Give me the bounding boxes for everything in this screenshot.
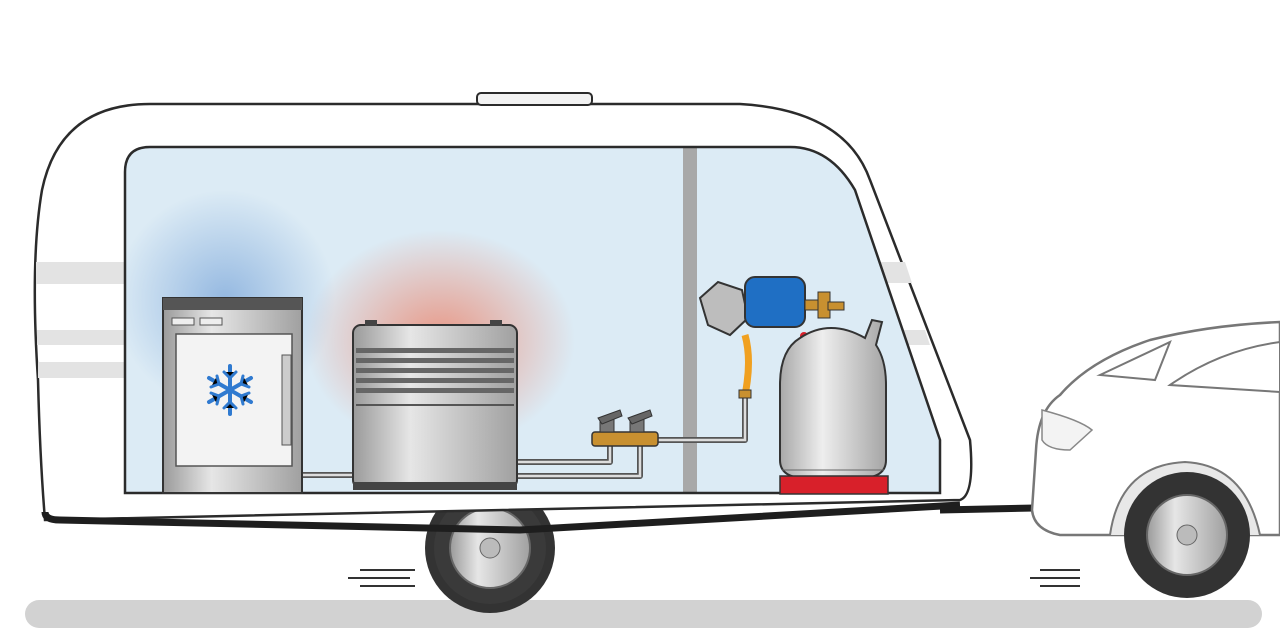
gas-hose [741,334,752,396]
shutoff-valves [591,409,659,447]
gas-regulator-icon [698,276,845,340]
car-wheel-icon [1124,472,1250,598]
chassis [41,501,961,534]
window-pillar [683,147,697,493]
roof-vent [476,92,593,106]
snowflake-icon [207,364,253,416]
fridge-icon [162,297,303,494]
tow-bar [939,504,1036,514]
car-icon [1030,320,1280,598]
heater-icon [352,320,518,490]
speed-lines [348,569,1080,587]
ground [25,600,1262,628]
window-frame [123,145,942,495]
gas-bottle-icon [779,318,889,495]
